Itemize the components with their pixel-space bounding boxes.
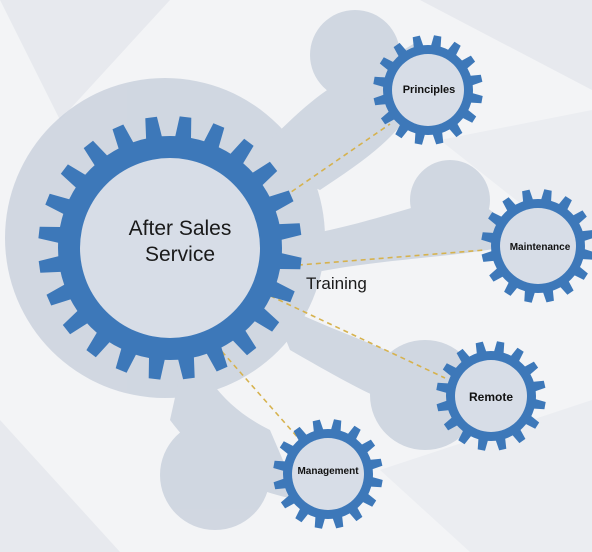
connector-remote [261,291,446,379]
maintenance-gear-center [500,208,576,284]
remote-gear-center [455,360,527,432]
center-gear [38,116,302,380]
maintenance-label: Maintenance [509,242,571,253]
connector-management [209,337,301,441]
connector-label-training: Training [306,274,367,293]
management-gear [273,419,383,529]
center-label-line2: Service [144,243,216,266]
management-gear-center [292,438,364,510]
maintenance-gear [481,189,592,303]
connector-principles [261,123,391,213]
center-gear-center [80,158,260,338]
remote-label: Remote [468,390,513,404]
management-label: Management [297,466,359,477]
principles-gear [373,35,483,145]
center-gear-label: After Sales Service [95,216,265,268]
remote-gear [436,341,546,451]
principles-label: Principles [402,84,456,96]
principles-gear-center [392,54,464,126]
center-label-line1: After Sales [128,217,232,240]
